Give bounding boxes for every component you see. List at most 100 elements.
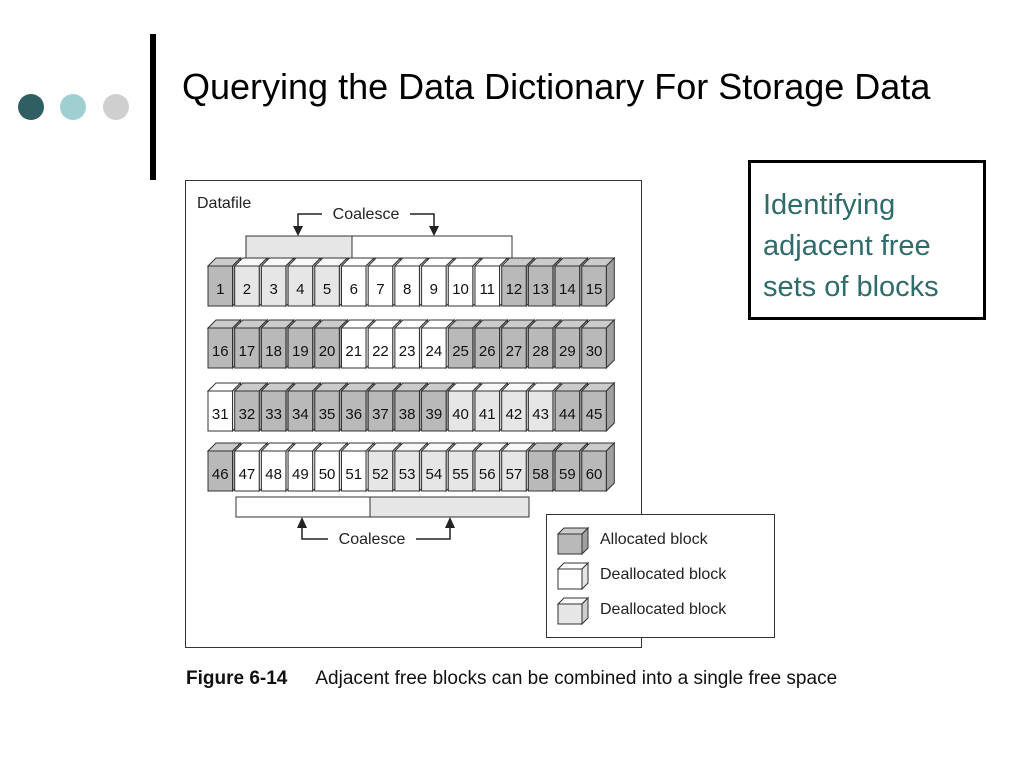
block-number-56: 56 xyxy=(479,466,496,483)
block-number-41: 41 xyxy=(479,406,496,423)
block-number-31: 31 xyxy=(212,406,229,423)
block-16: 16 xyxy=(206,318,242,370)
block-number-16: 16 xyxy=(212,343,229,360)
bottom-coalesce-arrow-right xyxy=(416,527,451,540)
block-number-34: 34 xyxy=(292,406,309,423)
block-number-25: 25 xyxy=(452,343,469,360)
block-number-21: 21 xyxy=(345,343,362,360)
legend-label-2: Deallocated block xyxy=(600,566,727,583)
block-number-59: 59 xyxy=(559,466,576,483)
block-number-26: 26 xyxy=(479,343,496,360)
legend-label-1: Allocated block xyxy=(600,531,709,548)
block-41: 41 xyxy=(473,381,509,433)
block-number-52: 52 xyxy=(372,466,389,483)
block-number-38: 38 xyxy=(399,406,416,423)
figure-caption: Figure 6-14 Adjacent free blocks can be c… xyxy=(186,668,837,690)
block-number-17: 17 xyxy=(239,343,256,360)
block-number-18: 18 xyxy=(265,343,282,360)
block-number-36: 36 xyxy=(345,406,362,423)
block-33: 33 xyxy=(260,381,296,433)
block-number-48: 48 xyxy=(265,466,282,483)
top-coalesce-label: Coalesce xyxy=(333,206,400,223)
top-coalesce-arrowhead-right xyxy=(429,226,439,236)
block-28: 28 xyxy=(527,318,563,370)
title-divider-bar xyxy=(150,34,156,180)
block-number-32: 32 xyxy=(239,406,256,423)
legend-swatch-2 xyxy=(556,561,590,591)
decorative-dot-teal xyxy=(60,94,86,120)
block-number-7: 7 xyxy=(376,281,384,298)
bottom-coalesce-extent-right xyxy=(369,496,530,518)
block-number-51: 51 xyxy=(345,466,362,483)
bottom-coalesce-extent-left xyxy=(235,496,371,518)
block-number-42: 42 xyxy=(506,406,523,423)
bottom-coalesce-label: Coalesce xyxy=(339,531,406,548)
block-number-35: 35 xyxy=(319,406,336,423)
top-coalesce-extent-right xyxy=(351,235,513,259)
block-number-49: 49 xyxy=(292,466,309,483)
block-number-22: 22 xyxy=(372,343,389,360)
block-number-54: 54 xyxy=(426,466,443,483)
datafile-label: Datafile xyxy=(197,195,251,212)
block-15: 15 xyxy=(580,256,616,308)
block-number-12: 12 xyxy=(506,281,523,298)
block-number-55: 55 xyxy=(452,466,469,483)
figure-caption-text: Adjacent free blocks can be combined int… xyxy=(315,668,838,689)
top-coalesce-extent-left xyxy=(245,235,353,259)
block-number-4: 4 xyxy=(296,281,304,298)
block-number-60: 60 xyxy=(586,466,603,483)
bottom-coalesce-arrowhead-right xyxy=(445,517,455,528)
top-coalesce-arrowhead-left xyxy=(293,226,303,236)
block-number-47: 47 xyxy=(239,466,256,483)
block-number-19: 19 xyxy=(292,343,309,360)
block-number-40: 40 xyxy=(452,406,469,423)
callout-box: Identifying adjacent free sets of blocks xyxy=(748,160,986,320)
block-number-44: 44 xyxy=(559,406,576,423)
block-number-23: 23 xyxy=(399,343,416,360)
top-coalesce-arrow-left xyxy=(297,213,322,228)
bottom-coalesce-arrowhead-left xyxy=(297,517,307,528)
legend-swatch-1 xyxy=(556,526,590,556)
block-45: 45 xyxy=(580,381,616,433)
block-number-1: 1 xyxy=(216,281,224,298)
block-44: 44 xyxy=(553,381,589,433)
legend-label-3: Deallocated block xyxy=(600,601,727,618)
block-number-33: 33 xyxy=(265,406,282,423)
block-number-2: 2 xyxy=(243,281,251,298)
block-number-3: 3 xyxy=(269,281,277,298)
block-number-8: 8 xyxy=(403,281,411,298)
block-number-29: 29 xyxy=(559,343,576,360)
block-number-57: 57 xyxy=(506,466,523,483)
block-30: 30 xyxy=(580,318,616,370)
block-number-30: 30 xyxy=(586,343,603,360)
block-number-13: 13 xyxy=(532,281,549,298)
block-number-27: 27 xyxy=(506,343,523,360)
top-coalesce-arrow-right xyxy=(410,213,435,228)
block-11: 11 xyxy=(473,256,509,308)
block-number-9: 9 xyxy=(430,281,438,298)
block-number-53: 53 xyxy=(399,466,416,483)
decorative-dot-gray xyxy=(103,94,129,120)
block-number-58: 58 xyxy=(532,466,549,483)
block-number-45: 45 xyxy=(586,406,603,423)
block-number-37: 37 xyxy=(372,406,389,423)
block-number-24: 24 xyxy=(426,343,443,360)
decorative-dot-dark xyxy=(18,94,44,120)
block-60: 60 xyxy=(580,441,616,493)
figure-caption-label: Figure 6-14 xyxy=(186,668,288,689)
block-number-28: 28 xyxy=(532,343,549,360)
block-number-46: 46 xyxy=(212,466,229,483)
block-number-10: 10 xyxy=(452,281,469,298)
block-number-39: 39 xyxy=(426,406,443,423)
block-number-5: 5 xyxy=(323,281,331,298)
block-number-14: 14 xyxy=(559,281,576,298)
legend-swatch-3 xyxy=(556,596,590,626)
block-number-20: 20 xyxy=(319,343,336,360)
block-number-50: 50 xyxy=(319,466,336,483)
block-number-11: 11 xyxy=(479,281,495,298)
block-number-15: 15 xyxy=(586,281,603,298)
